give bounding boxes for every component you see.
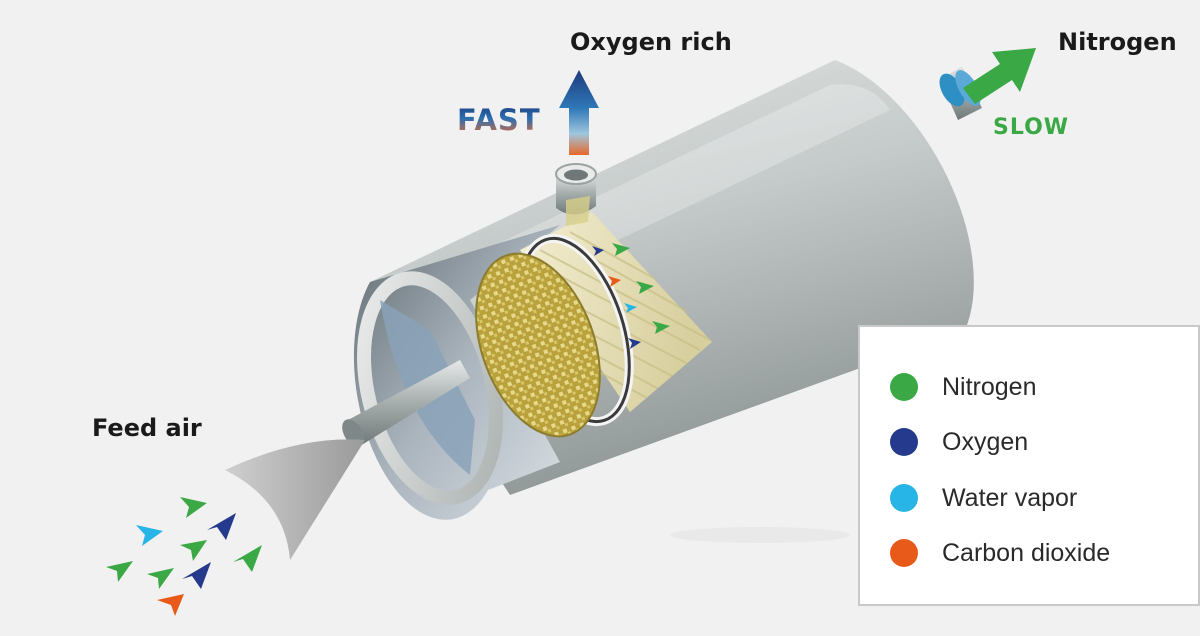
oxygen-molecule-icon <box>207 513 236 540</box>
nitrogen-molecule-icon <box>180 540 207 561</box>
up-arrow-icon <box>559 70 599 155</box>
legend-label: Nitrogen <box>942 372 1037 401</box>
legend-item-nitrogen: Nitrogen <box>890 367 1037 407</box>
water-vapor-dot-icon <box>890 484 918 512</box>
feed-air-molecules <box>106 497 262 616</box>
nitrogen-molecule-icon <box>652 321 670 334</box>
feed-air-label: Feed air <box>92 414 202 442</box>
legend: Nitrogen Oxygen Water vapor Carbon dioxi… <box>858 325 1200 606</box>
legend-item-carbon-dioxide: Carbon dioxide <box>890 533 1110 573</box>
nitrogen-molecule-icon <box>233 545 262 572</box>
carbon-dioxide-molecule-icon <box>608 276 621 287</box>
oxygen-molecule-icon <box>182 562 211 589</box>
oxygen-permeate-port <box>555 163 597 226</box>
nitrogen-dot-icon <box>890 373 918 401</box>
water-vapor-molecule-icon <box>136 525 163 546</box>
nitrogen-molecule-icon <box>180 497 207 518</box>
carbon-dioxide-dot-icon <box>890 539 918 567</box>
diagonal-arrow-icon <box>963 48 1036 104</box>
nitrogen-molecule-icon <box>147 568 174 589</box>
nitrogen-molecule-icon <box>636 281 654 294</box>
oxygen-rich-label: Oxygen rich <box>570 28 732 56</box>
legend-item-water-vapor: Water vapor <box>890 478 1077 518</box>
nitrogen-molecule-icon <box>612 243 630 256</box>
water-vapor-molecule-icon <box>624 303 637 313</box>
nitrogen-molecule-icon <box>106 561 133 582</box>
oxygen-molecule-icon <box>628 338 641 349</box>
feed-air-funnel <box>225 439 365 560</box>
oxygen-dot-icon <box>890 428 918 456</box>
molecules-inside <box>592 243 670 349</box>
membrane-face <box>475 252 601 438</box>
fast-label: FAST <box>457 103 541 137</box>
oxygen-molecule-icon <box>592 246 604 256</box>
legend-label: Water vapor <box>942 483 1078 512</box>
legend-label: Carbon dioxide <box>942 538 1111 567</box>
carbon-dioxide-molecule-icon <box>157 594 184 616</box>
legend-item-oxygen: Oxygen <box>890 422 1028 462</box>
nitrogen-output-label: Nitrogen <box>1058 28 1177 56</box>
slow-label: SLOW <box>993 115 1070 140</box>
ground-shadow <box>670 527 850 543</box>
legend-label: Oxygen <box>942 427 1029 456</box>
